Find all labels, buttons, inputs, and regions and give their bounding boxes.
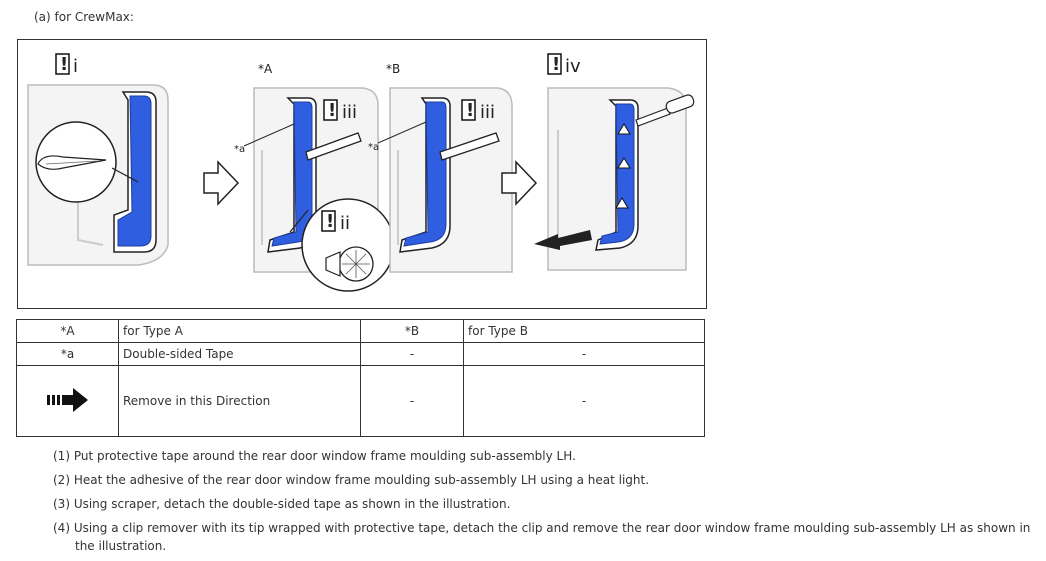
panel-type-b: *B *a ! iii [368, 62, 513, 273]
remove-direction-arrow-icon [534, 230, 592, 250]
procedure-steps: (1) Put protective tape around the rear … [53, 447, 1033, 561]
svg-text:!: ! [328, 100, 336, 121]
label-type-b: *B [386, 62, 400, 76]
step-item: (4) Using a clip remover with its tip wr… [53, 521, 1031, 553]
label-type-a: *A [258, 62, 273, 76]
label-tape-b: *a [368, 142, 379, 153]
legend-code: - [360, 342, 464, 366]
section-heading: (a) for CrewMax: [34, 10, 134, 24]
step-item: (2) Heat the adhesive of the rear door w… [53, 473, 650, 487]
step-iii-label-a: iii [342, 102, 357, 123]
step-item: (3) Using scraper, detach the double-sid… [53, 497, 511, 511]
legend-code: - [360, 365, 464, 437]
table-row: *a Double-sided Tape - - [16, 342, 705, 366]
legend-code: *B [360, 319, 464, 343]
next-arrow-icon [203, 160, 240, 206]
step-i-label: i [73, 56, 78, 77]
panel-type-a: *A *a ! iii ! ii [234, 62, 395, 292]
legend-table: *A for Type A *B for Type B *a Double-si… [16, 319, 705, 437]
legend-desc: Remove in this Direction [118, 365, 361, 437]
legend-icon-cell [16, 365, 119, 437]
svg-text:!: ! [552, 54, 560, 75]
svg-text:!: ! [466, 100, 474, 121]
legend-desc: - [463, 365, 705, 437]
legend-desc: for Type A [118, 319, 361, 343]
panel-step-i: ! i [27, 53, 169, 266]
legend-desc: for Type B [463, 319, 705, 343]
illustration: ! i *A *a ! iii ! ii [17, 39, 707, 309]
step-iii-label-b: iii [480, 102, 495, 123]
table-row: Remove in this Direction - - [16, 365, 705, 437]
legend-code: *A [16, 319, 119, 343]
legend-code: *a [16, 342, 119, 366]
next-arrow-icon [501, 160, 538, 206]
step-iv-label: iv [565, 56, 581, 77]
clip-remover-icon [635, 107, 671, 127]
step-ii-label: ii [340, 213, 350, 234]
label-tape-a: *a [234, 144, 245, 155]
legend-desc: Double-sided Tape [118, 342, 361, 366]
svg-text:!: ! [60, 54, 68, 75]
legend-desc: - [463, 342, 705, 366]
table-row: *A for Type A *B for Type B [16, 319, 705, 343]
panel-step-iv: ! iv [534, 53, 695, 271]
svg-text:!: ! [326, 211, 334, 232]
remove-direction-arrow-icon [46, 387, 88, 412]
step-item: (1) Put protective tape around the rear … [53, 449, 576, 463]
